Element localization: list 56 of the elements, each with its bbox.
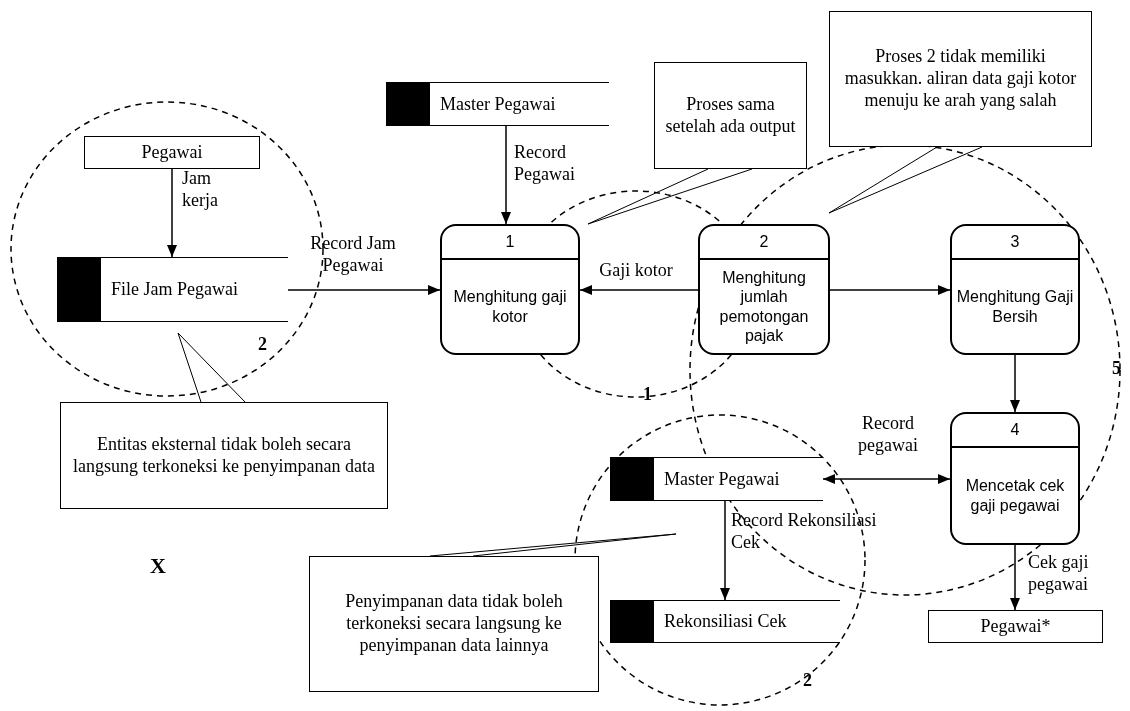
arrow — [829, 285, 951, 295]
data-store — [57, 257, 288, 322]
callout-text: Proses sama setelah ada output — [664, 93, 797, 138]
data-store — [386, 82, 609, 126]
edge-label: Record Jam Pegawai — [309, 233, 397, 277]
store-label: Master Pegawai — [440, 93, 556, 115]
edge-label: Record Pegawai — [514, 142, 576, 186]
entity-label: Pegawai* — [980, 616, 1051, 637]
mark-label: 1 — [643, 384, 652, 405]
leader-line — [177, 332, 246, 403]
process-number: 4 — [952, 414, 1078, 448]
arrow — [822, 474, 951, 484]
data-store — [610, 600, 840, 643]
process-number: 3 — [952, 226, 1078, 260]
callout-text: Entitas eksternal tidak boleh secara langsung terkoneksi ke penyimpanan data — [72, 433, 376, 478]
mark-label: 2 — [803, 670, 812, 691]
external-entity-box — [84, 136, 260, 169]
arrow — [720, 500, 730, 601]
mark-label: 5 — [1112, 358, 1121, 379]
process-label: Menghitung Gaji Bersih — [955, 287, 1075, 327]
store-label: Master Pegawai — [664, 468, 780, 490]
edge-label: Record Rekonsiliasi Cek — [731, 510, 878, 554]
arrow — [1010, 544, 1020, 611]
arrow — [1010, 354, 1020, 413]
edge-label: Gaji kotor — [598, 260, 674, 282]
arrow — [287, 285, 441, 295]
edge-label: Record pegawai — [857, 413, 919, 457]
mark-label: X — [150, 553, 166, 579]
store-label: Rekonsiliasi Cek — [664, 611, 787, 632]
process-label: Menghitung gaji kotor — [452, 287, 568, 327]
process-number: 2 — [700, 226, 828, 260]
external-entity-box — [928, 610, 1103, 643]
store-label: File Jam Pegawai — [111, 279, 238, 300]
arrow — [167, 168, 177, 258]
entity-label: Pegawai — [141, 142, 203, 163]
edge-label: Cek gaji pegawai — [1028, 552, 1090, 596]
leader-line — [828, 146, 983, 214]
edge-label: Jam kerja — [182, 168, 219, 212]
mark-label: 2 — [258, 334, 267, 355]
callout-text: Penyimpanan data tidak boleh terkoneksi secara langsung ke penyimpanan data lainnya — [344, 591, 564, 657]
arrow — [579, 285, 699, 295]
process-box — [440, 224, 580, 355]
arrow — [501, 125, 511, 225]
process-box — [950, 412, 1080, 545]
process-label: Mencetak cek gaji pegawai — [964, 476, 1066, 516]
callout-box — [309, 556, 599, 692]
callout-text: Proses 2 tidak memiliki masukkan. aliran data gaji kotor menuju ke arah yang salah — [843, 46, 1078, 112]
callout-box — [654, 62, 807, 169]
leader-line — [429, 533, 677, 557]
callout-box — [60, 402, 388, 509]
process-box — [950, 224, 1080, 355]
callout-box — [829, 11, 1092, 147]
process-number: 1 — [442, 226, 578, 260]
process-box — [698, 224, 830, 355]
process-label: Menghitung jumlah pemotongan pajak — [718, 268, 810, 346]
data-store — [610, 457, 823, 501]
